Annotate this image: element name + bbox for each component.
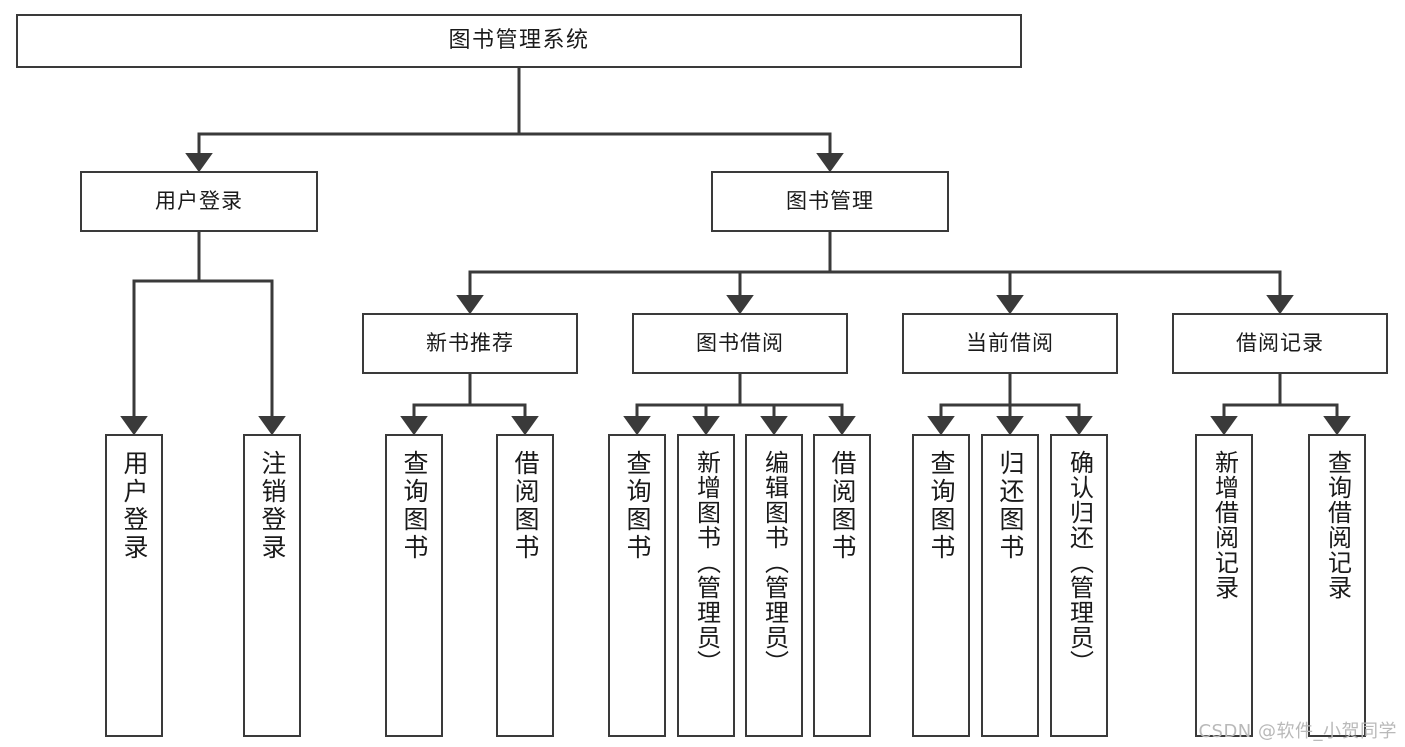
node-label: 确认归还（管理员） [1065,450,1094,675]
node-book-borrow[interactable]: 图书借阅 [632,313,848,374]
node-label: 图书管理 [786,189,874,214]
node-leaf-edit-book[interactable]: 编辑图书（管理员） [745,434,803,737]
node-label: 新书推荐 [426,331,514,356]
node-label: 新增借阅记录 [1210,450,1239,600]
node-current-borrow[interactable]: 当前借阅 [902,313,1118,374]
node-label: 查询借阅记录 [1323,450,1352,600]
node-label: 查询图书 [400,450,429,562]
node-leaf-add-book[interactable]: 新增图书（管理员） [677,434,735,737]
node-label: 编辑图书（管理员） [760,450,789,675]
node-label: 用户登录 [155,189,243,214]
node-label: 借阅图书 [511,450,540,562]
node-book-manage[interactable]: 图书管理 [711,171,949,232]
node-label: 注销登录 [258,450,287,562]
node-label: 当前借阅 [966,331,1054,356]
node-label: 查询图书 [623,450,652,562]
node-label: 用户登录 [120,450,149,562]
node-new-book-recommend[interactable]: 新书推荐 [362,313,578,374]
node-leaf-query-book-rec[interactable]: 查询图书 [385,434,443,737]
node-borrow-record[interactable]: 借阅记录 [1172,313,1388,374]
node-leaf-query-book-current[interactable]: 查询图书 [912,434,970,737]
node-leaf-confirm-return[interactable]: 确认归还（管理员） [1050,434,1108,737]
node-leaf-user-login[interactable]: 用户登录 [105,434,163,737]
node-root-system[interactable]: 图书管理系统 [16,14,1022,68]
node-label: 新增图书（管理员） [692,450,721,675]
node-leaf-borrow-book-rec[interactable]: 借阅图书 [496,434,554,737]
node-label: 借阅记录 [1236,331,1324,356]
node-leaf-user-logout[interactable]: 注销登录 [243,434,301,737]
node-label: 归还图书 [996,450,1025,562]
node-leaf-query-borrow-record[interactable]: 查询借阅记录 [1308,434,1366,737]
node-label: 查询图书 [927,450,956,562]
node-label: 图书借阅 [696,331,784,356]
node-leaf-query-book-borrow[interactable]: 查询图书 [608,434,666,737]
node-label: 图书管理系统 [448,28,590,54]
node-leaf-borrow-book[interactable]: 借阅图书 [813,434,871,737]
node-leaf-return-book[interactable]: 归还图书 [981,434,1039,737]
node-leaf-add-borrow-record[interactable]: 新增借阅记录 [1195,434,1253,737]
node-label: 借阅图书 [828,450,857,562]
node-user-login[interactable]: 用户登录 [80,171,318,232]
